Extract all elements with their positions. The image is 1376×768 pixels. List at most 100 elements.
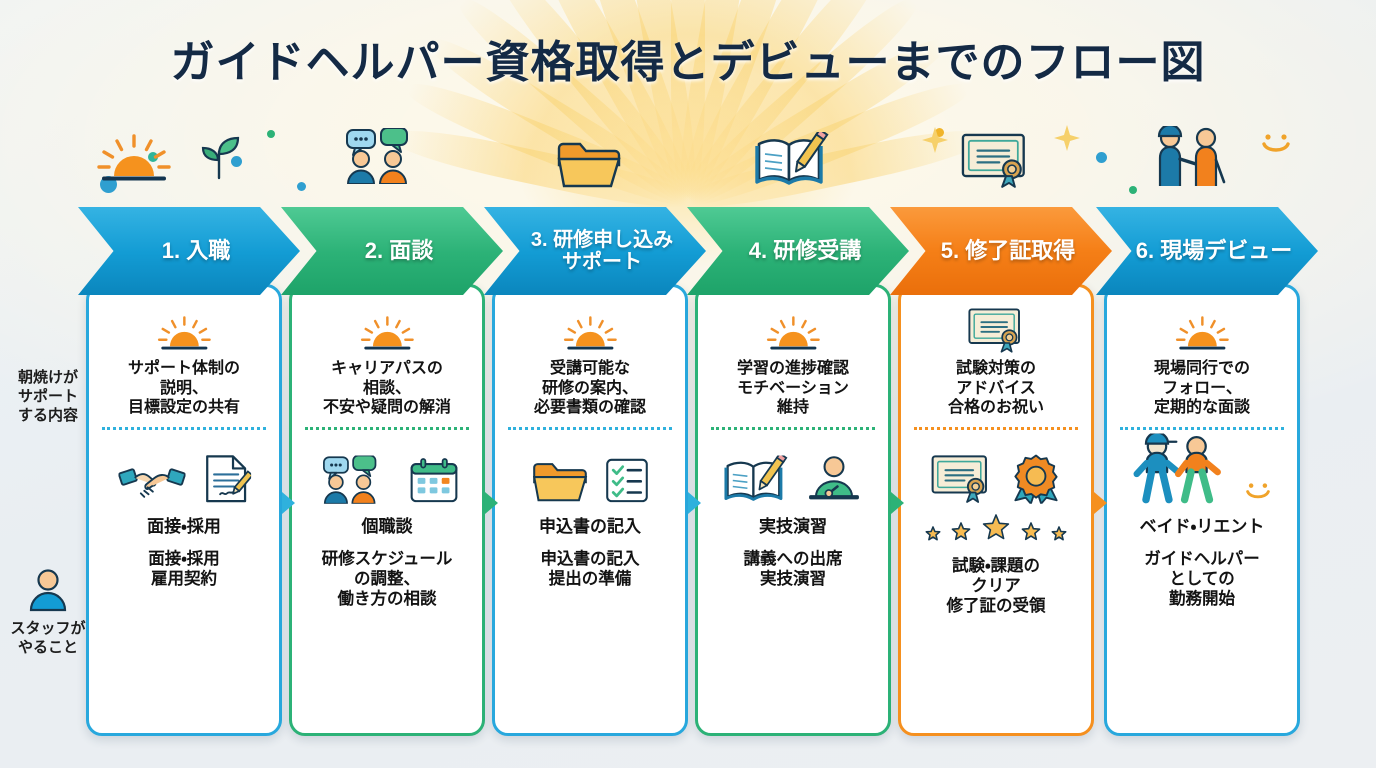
sparkle-icon	[920, 126, 950, 161]
legend-staff-label: スタッフが やること	[10, 620, 86, 657]
staff-icon-row	[113, 434, 255, 508]
award-rosette-icon	[1014, 454, 1058, 505]
smile-icon	[1258, 130, 1294, 163]
support-icon-row	[766, 297, 821, 353]
support-icon-row	[157, 297, 212, 353]
sunrise-icon	[360, 315, 414, 350]
step-top-decoration	[681, 112, 905, 208]
step-connector-chevron	[1094, 492, 1107, 514]
step-card: キャリアパスの 相談、 不安や疑問の解消 個職談研修スケジュール の調整、 働き…	[289, 284, 485, 736]
page-title: ガイドヘルパー資格取得とデビューまでのフロー図	[170, 38, 1206, 87]
support-text: キャリアパスの 相談、 不安や疑問の解消	[322, 360, 451, 417]
support-text: 試験対策の アドバイス 合格のお祝い	[947, 360, 1044, 417]
step-top-decoration	[275, 112, 499, 208]
staff-body-text: 講義への出席 実技演習	[743, 549, 843, 589]
smile-icon	[1246, 482, 1270, 498]
legend-support: 朝焼けが サポート する内容	[0, 368, 96, 426]
step-arrow-2[interactable]: 2. 面談	[281, 207, 503, 295]
sunrise-icon	[96, 134, 172, 191]
checklist-icon	[605, 457, 650, 508]
guide-and-user-icon	[1148, 123, 1244, 193]
sparkle-icon	[922, 127, 948, 153]
step-arrow-4[interactable]: 4. 研修受講	[687, 207, 909, 295]
flow-step-column: 3. 研修申し込み サポート 受講可能な 研修の案内、 必要書類の確認 申込	[484, 112, 706, 742]
staff-head-text: 実技演習	[759, 516, 827, 536]
support-icon-row	[1175, 297, 1230, 353]
smile-icon	[1243, 479, 1274, 507]
flow-step-column: 6. 現場デビュー 現場同行での フォロー、 定期的な面談	[1096, 112, 1318, 742]
card-divider	[305, 426, 469, 430]
step-arrow-1[interactable]: 1. 入職	[78, 207, 300, 295]
staff-head-text: ベイド・リエント	[1139, 516, 1265, 536]
people-chat-icon	[317, 454, 391, 507]
step-arrow-label: 4. 研修受講	[748, 237, 862, 263]
guide-and-user-icon	[1157, 123, 1226, 186]
staff-head-text: 申込書の記入	[539, 516, 641, 536]
card-divider	[1120, 426, 1284, 430]
certificate-icon	[931, 454, 987, 503]
calendar-icon	[409, 457, 459, 508]
decor-dot	[1129, 186, 1137, 194]
staff-body-text: 申込書の記入 提出の準備	[540, 549, 640, 589]
step-card: 受講可能な 研修の案内、 必要書類の確認 申込書の記入申込書の記入 提出の準備	[492, 284, 688, 736]
certificate-icon	[930, 453, 992, 507]
decor-dot	[935, 128, 944, 137]
flow-step-column: 1. 入職 サポート体制の 説明、 目標設定の共有	[78, 112, 300, 742]
student-writing-icon	[806, 455, 863, 507]
step-arrow-label: 2. 面談	[364, 237, 434, 263]
book-pencil-icon	[755, 128, 829, 193]
folder-icon	[532, 462, 588, 501]
decor-dot	[148, 152, 158, 162]
step-connector-chevron	[891, 492, 904, 514]
book-pencil-icon	[724, 451, 788, 501]
step-top-decoration	[1090, 112, 1314, 208]
flow-step-column: 2. 面談 キャリアパスの 相談、 不安や疑問の解消	[281, 112, 503, 742]
sparkle-icon	[1052, 124, 1082, 159]
certificate-icon	[960, 132, 1031, 194]
decor-dot	[231, 156, 242, 167]
sunrise-icon	[766, 315, 820, 350]
staff-body-text: 面接・採用 雇用契約	[148, 549, 220, 589]
smile-icon	[1262, 134, 1290, 152]
legend: 朝焼けが サポート する内容 スタッフが やること	[0, 0, 96, 768]
folder-icon	[556, 138, 622, 195]
decor-dot	[297, 182, 306, 191]
step-arrow-6[interactable]: 6. 現場デビュー	[1096, 207, 1318, 295]
support-icon-row	[967, 297, 1025, 353]
walking-pair-icon	[1132, 431, 1228, 508]
step-card: 学習の進捗確認 モチベーション 維持 実技演習講義への出席 実技演習	[695, 284, 891, 736]
stars-icon	[921, 513, 1071, 544]
step-arrow-5[interactable]: 5. 修了証取得	[890, 207, 1112, 295]
handshake-icon	[118, 467, 186, 498]
folder-icon	[532, 459, 589, 508]
step-top-decoration	[72, 112, 296, 208]
support-text: 受講可能な 研修の案内、 必要書類の確認	[533, 360, 646, 417]
staff-head-text: 面接・採用	[147, 516, 221, 536]
support-text: サポート体制の 説明、 目標設定の共有	[127, 360, 240, 417]
staff-body-text: 研修スケジュール の調整、 働き方の相談	[321, 549, 453, 609]
sunrise-icon	[1175, 315, 1229, 350]
sprout-icon	[196, 130, 242, 185]
step-connector-chevron	[282, 492, 295, 514]
card-divider	[711, 426, 875, 430]
step-arrow-3[interactable]: 3. 研修申し込み サポート	[484, 207, 706, 295]
card-divider	[102, 426, 266, 430]
legend-staff: スタッフが やること	[0, 568, 96, 658]
staff-icon-row	[1128, 431, 1276, 508]
support-icon-row	[360, 297, 415, 353]
handshake-icon	[118, 459, 186, 508]
book-pencil-icon	[724, 451, 788, 507]
card-divider	[914, 426, 1078, 430]
sprout-icon	[201, 136, 240, 180]
contract-document-icon	[206, 454, 254, 502]
support-icon-row	[563, 297, 618, 353]
certificate-icon	[961, 133, 1025, 188]
card-divider	[508, 426, 672, 430]
step-top-decoration	[478, 112, 702, 208]
step-card: 試験対策の アドバイス 合格のお祝い 試験・課題の クリア 修了証の受領	[898, 284, 1094, 736]
step-arrow-label: 5. 修了証取得	[940, 237, 1076, 263]
staff-icon-row	[925, 434, 1067, 508]
sunrise-icon	[97, 134, 171, 181]
checklist-icon	[606, 458, 648, 502]
sunrise-icon	[157, 315, 211, 350]
